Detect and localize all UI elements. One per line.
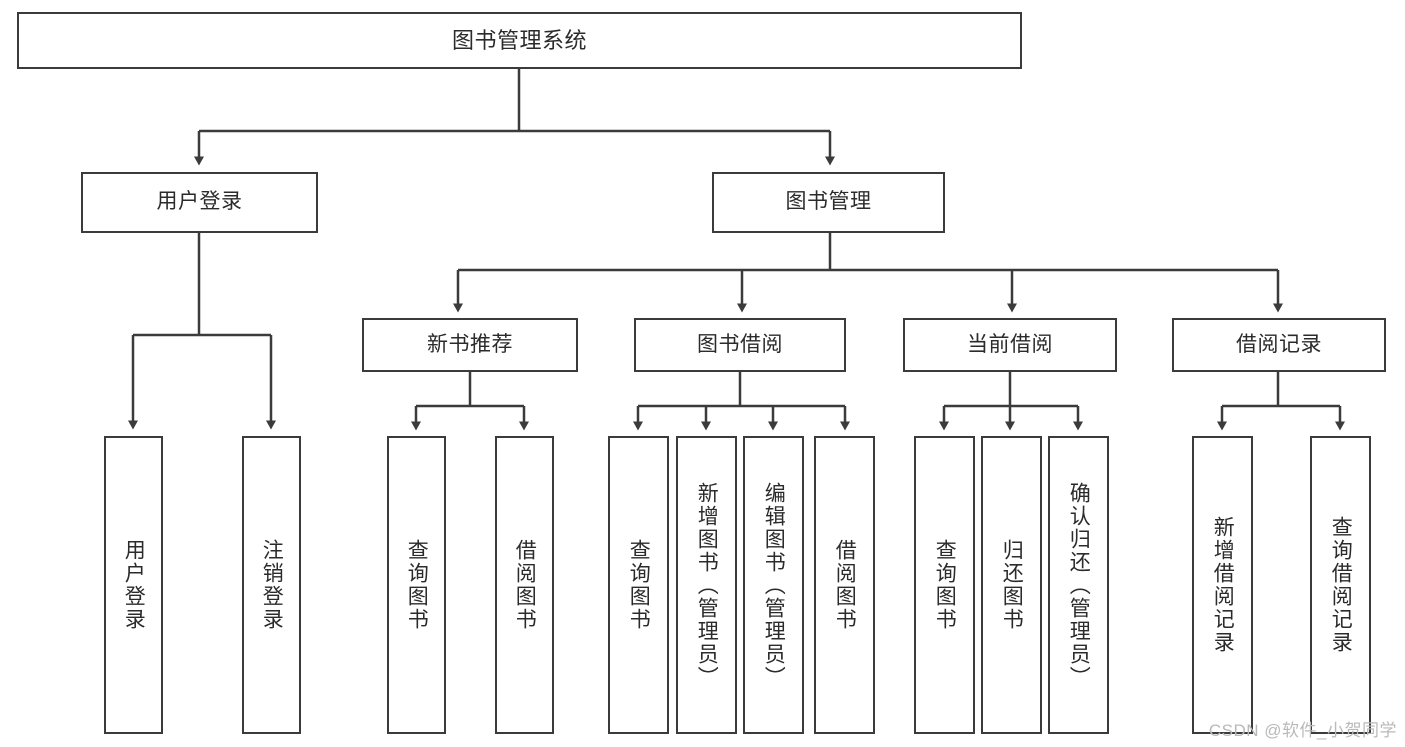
node-current-borrow-label: 当前借阅 <box>967 332 1053 356</box>
node-user-login[interactable]: 用户登录 <box>81 172 318 233</box>
node-leaf-add-book-admin[interactable]: 新增图书（管理员） <box>676 436 737 734</box>
node-leaf-borrow-book-2[interactable]: 借阅图书 <box>814 436 875 734</box>
node-root-system[interactable]: 图书管理系统 <box>17 12 1022 69</box>
node-leaf-return-book[interactable]: 归还图书 <box>981 436 1042 734</box>
node-leaf-query-book-2-label: 查询图书 <box>627 539 651 631</box>
node-leaf-edit-book-admin-label: 编辑图书（管理员） <box>762 481 786 689</box>
node-leaf-query-book-1[interactable]: 查询图书 <box>387 436 446 734</box>
node-leaf-logout-login-label: 注销登录 <box>260 539 284 631</box>
node-leaf-confirm-return-admin[interactable]: 确认归还（管理员） <box>1048 436 1109 734</box>
node-book-management[interactable]: 图书管理 <box>712 172 945 233</box>
node-book-management-label: 图书管理 <box>785 190 872 214</box>
node-leaf-query-book-3[interactable]: 查询图书 <box>914 436 975 734</box>
node-leaf-borrow-book-1[interactable]: 借阅图书 <box>495 436 554 734</box>
node-root-system-label: 图书管理系统 <box>451 27 587 53</box>
node-leaf-query-book-1-label: 查询图书 <box>405 539 429 631</box>
node-leaf-add-borrow-record-label: 新增借阅记录 <box>1211 516 1235 654</box>
node-borrow-record[interactable]: 借阅记录 <box>1172 318 1386 372</box>
node-current-borrow[interactable]: 当前借阅 <box>903 318 1117 372</box>
node-leaf-logout-login[interactable]: 注销登录 <box>242 436 301 734</box>
node-borrow-record-label: 借阅记录 <box>1236 332 1322 356</box>
node-leaf-edit-book-admin[interactable]: 编辑图书（管理员） <box>743 436 804 734</box>
node-leaf-borrow-book-2-label: 借阅图书 <box>833 539 857 631</box>
node-leaf-query-borrow-record[interactable]: 查询借阅记录 <box>1310 436 1371 734</box>
node-leaf-query-borrow-record-label: 查询借阅记录 <box>1329 516 1353 654</box>
node-leaf-add-borrow-record[interactable]: 新增借阅记录 <box>1192 436 1253 734</box>
node-leaf-confirm-return-admin-label: 确认归还（管理员） <box>1067 481 1091 689</box>
node-leaf-user-login-label: 用户登录 <box>122 539 146 631</box>
node-book-borrow-label: 图书借阅 <box>697 332 783 356</box>
node-new-book-recommend[interactable]: 新书推荐 <box>362 318 578 372</box>
node-new-book-recommend-label: 新书推荐 <box>427 332 513 356</box>
node-leaf-user-login[interactable]: 用户登录 <box>104 436 163 734</box>
node-book-borrow[interactable]: 图书借阅 <box>634 318 846 372</box>
node-leaf-borrow-book-1-label: 借阅图书 <box>513 539 537 631</box>
node-leaf-query-book-3-label: 查询图书 <box>933 539 957 631</box>
node-leaf-return-book-label: 归还图书 <box>1000 539 1024 631</box>
node-leaf-add-book-admin-label: 新增图书（管理员） <box>695 481 719 689</box>
node-user-login-label: 用户登录 <box>156 190 243 214</box>
node-leaf-query-book-2[interactable]: 查询图书 <box>608 436 669 734</box>
